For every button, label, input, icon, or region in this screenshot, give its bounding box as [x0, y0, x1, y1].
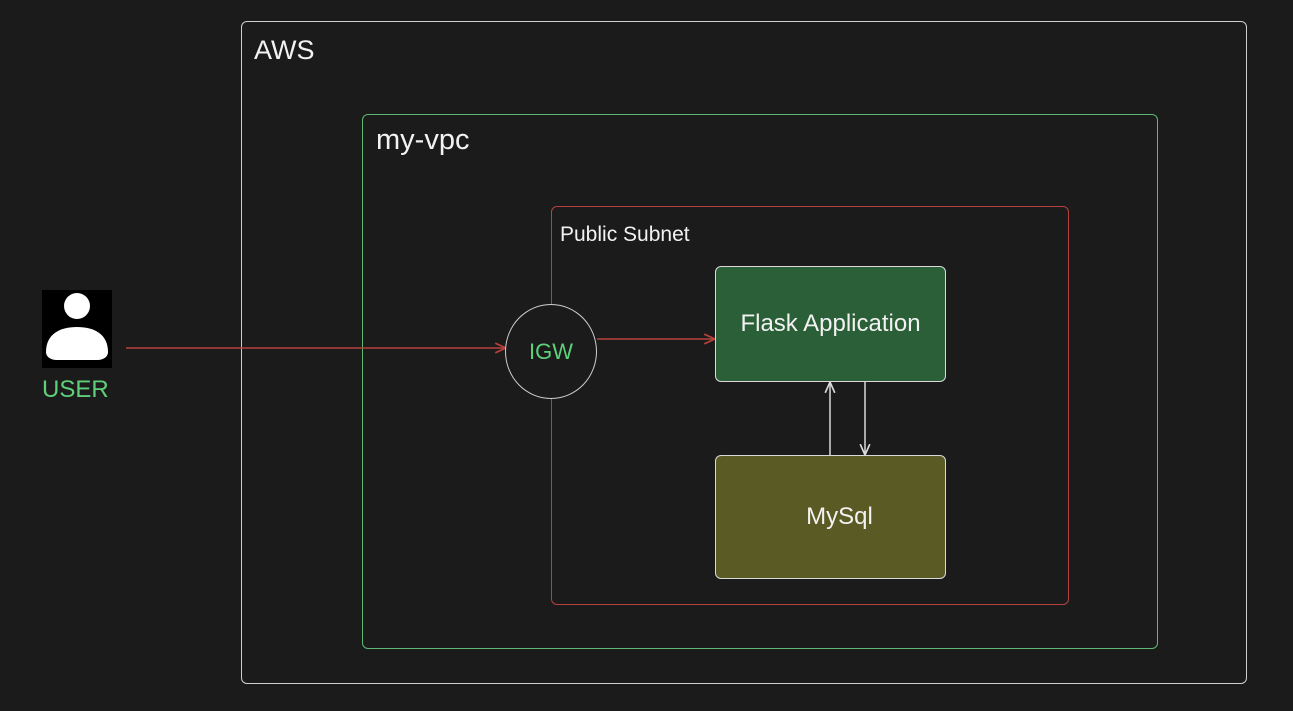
vpc-container — [362, 114, 1158, 649]
public-subnet-container — [551, 206, 1069, 605]
igw-node: IGW — [505, 304, 597, 399]
subnet-label: Public Subnet — [560, 223, 690, 246]
aws-container — [241, 21, 1247, 684]
person-icon — [42, 290, 112, 368]
vpc-label: my-vpc — [376, 124, 470, 156]
mysql-node: MySql — [715, 455, 946, 579]
aws-label: AWS — [254, 35, 315, 65]
flask-application-node: Flask Application — [715, 266, 946, 382]
mysql-label: MySql — [806, 503, 873, 530]
flask-label: Flask Application — [740, 310, 921, 337]
user-label: USER — [42, 376, 109, 403]
igw-label: IGW — [529, 338, 573, 364]
